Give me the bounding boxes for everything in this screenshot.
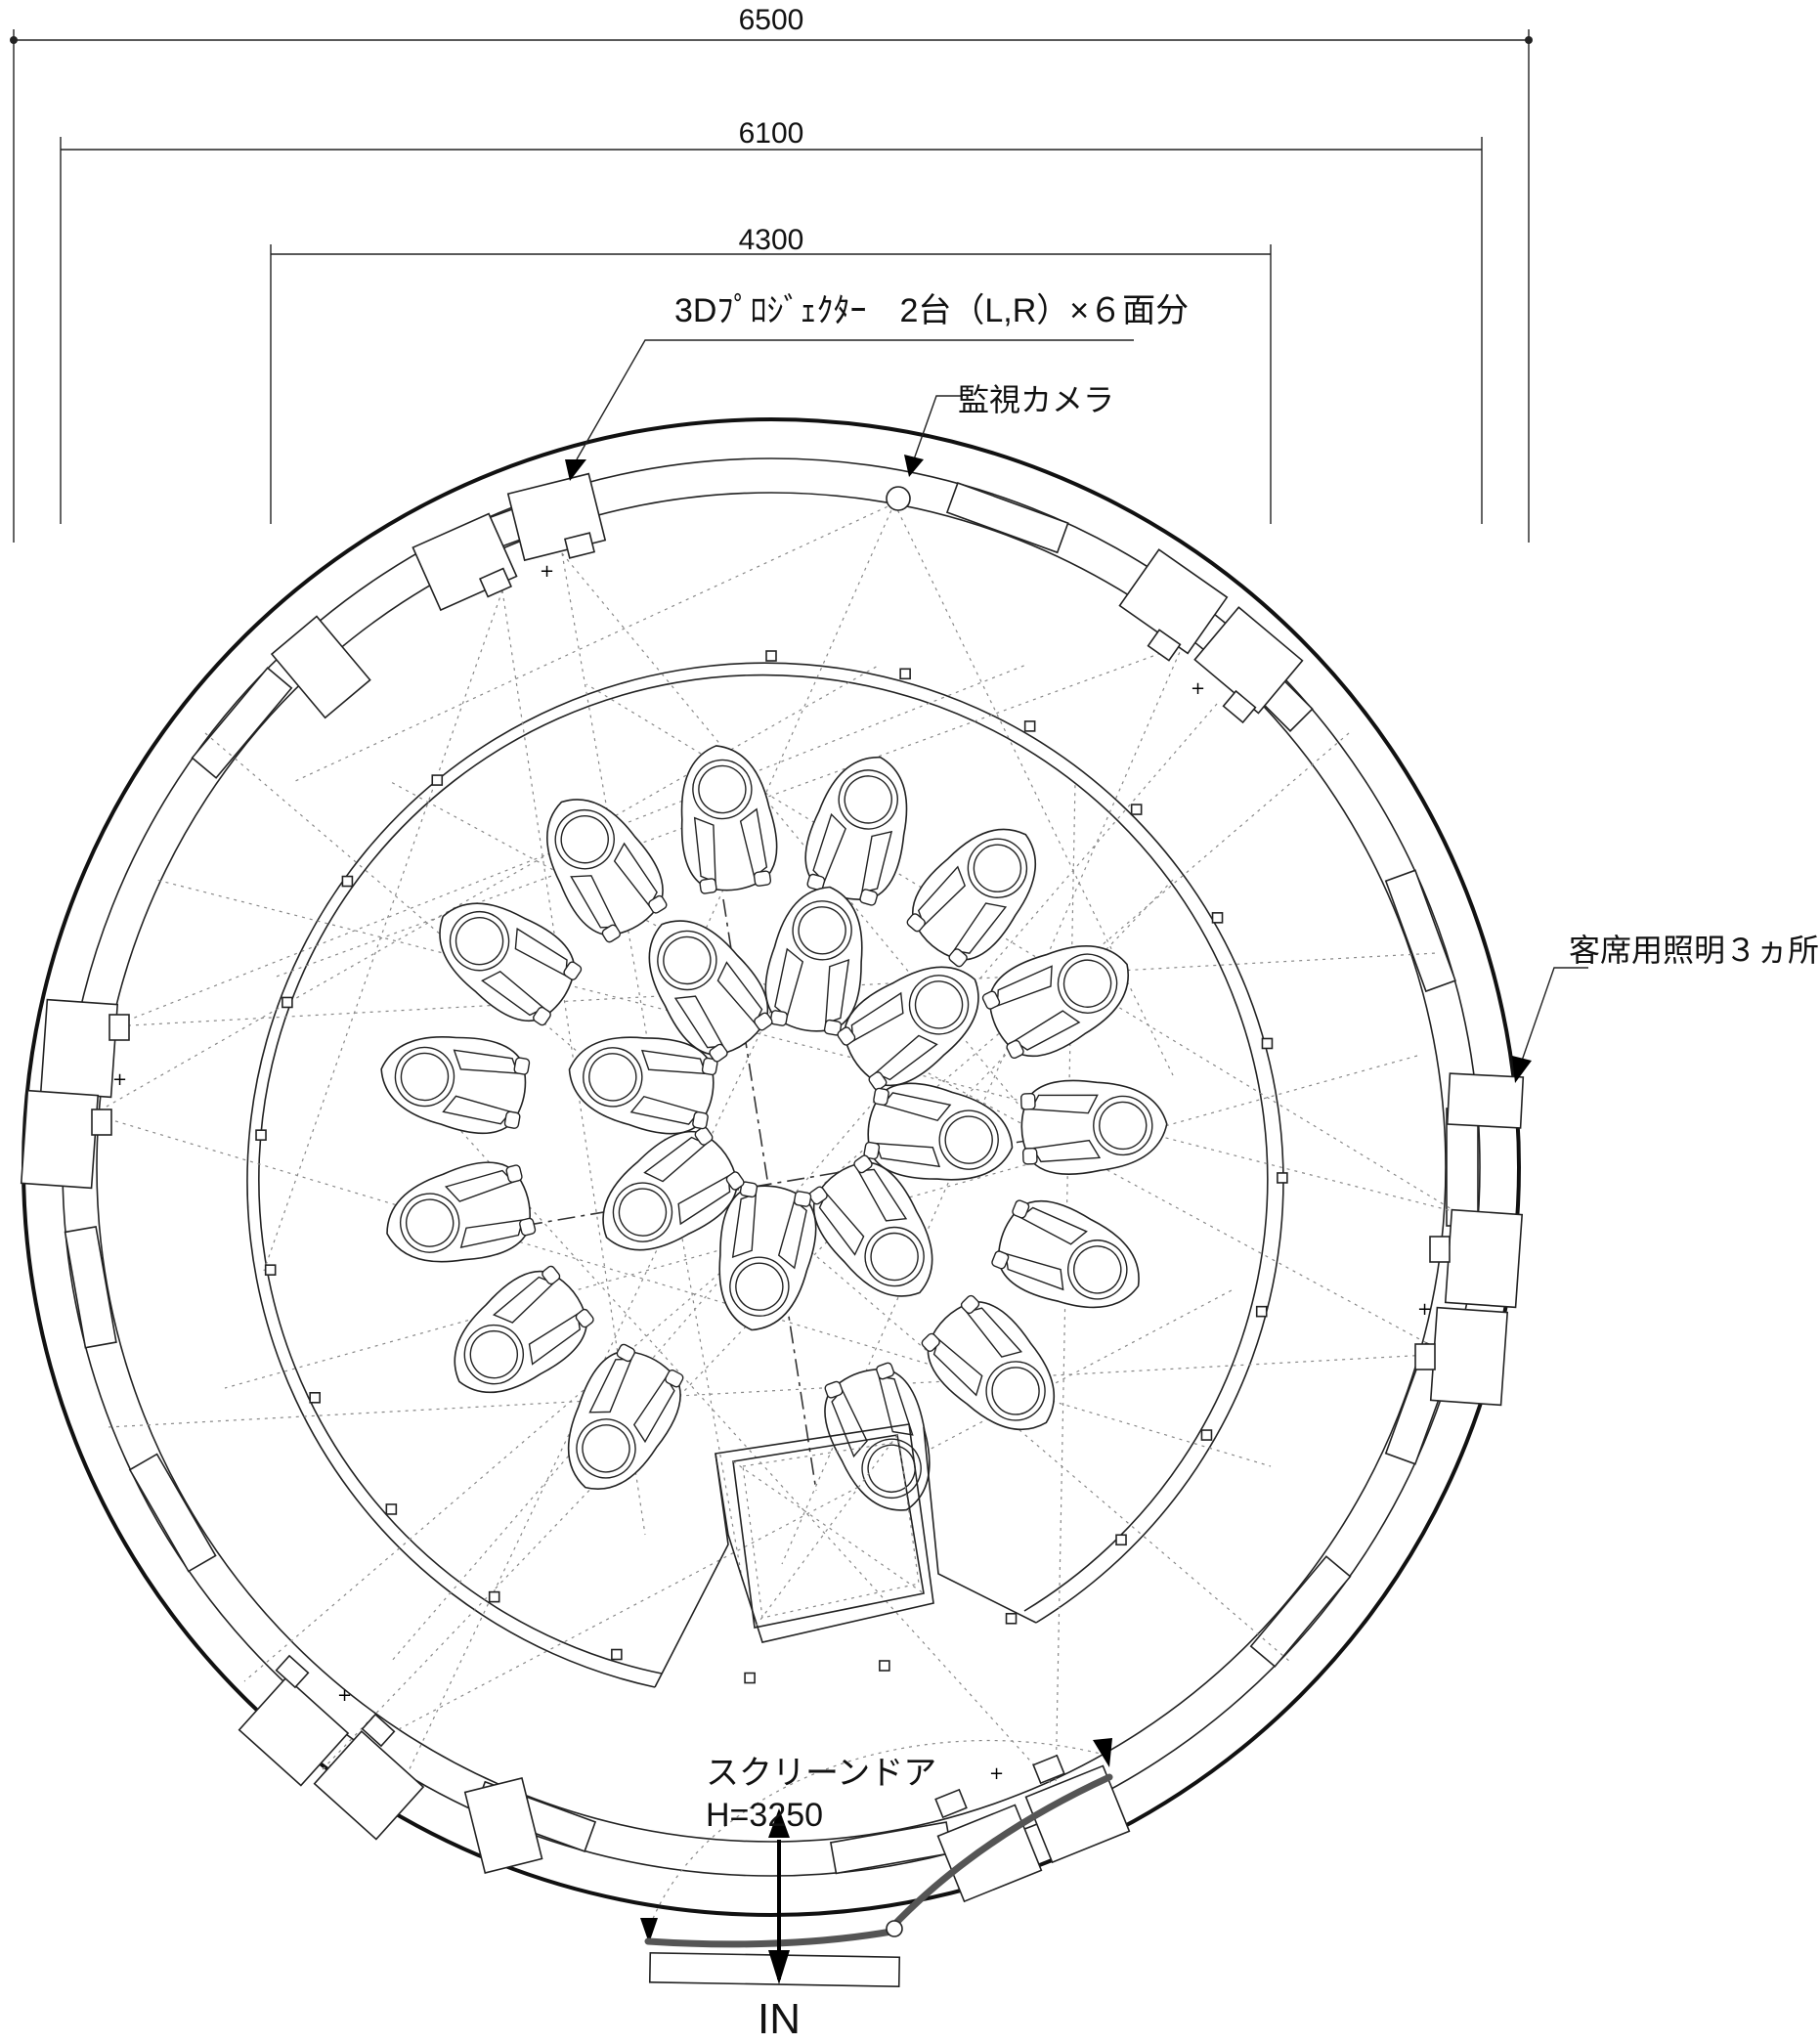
dimension-label-inner: 4300 (739, 224, 804, 256)
svg-text:+: + (540, 561, 554, 582)
ring-marker (1211, 912, 1224, 924)
entrance-label: IN (758, 1995, 801, 2043)
wall-panel (128, 1453, 217, 1573)
seat (804, 756, 908, 906)
ring-marker (264, 1264, 277, 1276)
svg-text:+: + (989, 1763, 1004, 1784)
ring-marker (385, 1503, 398, 1515)
wall-panel (1249, 1555, 1352, 1668)
door-right-panel[interactable] (888, 1773, 1113, 1932)
screen-door (640, 1738, 1113, 1948)
projector-pair-left: + (20, 998, 130, 1190)
entry-platform (715, 1423, 934, 1643)
ring-marker (765, 650, 777, 662)
seat (568, 1036, 718, 1135)
leader-lines (565, 339, 1588, 1083)
seat (439, 902, 583, 1026)
screen-ring (246, 662, 1284, 1688)
projector-pair-right: + (1414, 1208, 1524, 1407)
seat (808, 1154, 933, 1297)
ring-marker (282, 996, 293, 1009)
ring-marker (1261, 1037, 1274, 1050)
ring-marker (1023, 720, 1036, 732)
projector-pair-top-right: + (1118, 548, 1304, 724)
projector-label: 3Dﾌﾟﾛｼﾞｪｸﾀｰ 2台（L,R）×６面分 (674, 292, 1189, 329)
seat (863, 1082, 1014, 1181)
ring-marker (879, 1660, 890, 1672)
camera-icon (886, 486, 911, 511)
ring-marker (341, 875, 354, 888)
wall-panel (1446, 1108, 1479, 1227)
ring-marker (1277, 1172, 1288, 1184)
svg-text:+: + (337, 1685, 352, 1706)
seat (567, 1343, 684, 1490)
ring-marker (1005, 1612, 1018, 1625)
svg-text:+: + (1191, 678, 1205, 699)
seat (764, 886, 863, 1036)
projector-pair-bottom-right: + (934, 1754, 1131, 1903)
ring-marker (1200, 1429, 1213, 1441)
wall-panel (945, 482, 1069, 554)
seat (718, 1181, 817, 1331)
seat (837, 966, 979, 1091)
corridor-walls (654, 1426, 1037, 1688)
ring-marker (611, 1648, 623, 1661)
dimension-4300: 4300 (270, 224, 1272, 524)
seat (680, 745, 778, 894)
ring-marker (1115, 1534, 1127, 1546)
wall-panel (64, 1225, 117, 1349)
seat (380, 1036, 531, 1135)
projector-pair-top-left: + (412, 472, 607, 612)
svg-text:+: + (1417, 1299, 1432, 1320)
wall-panel (191, 667, 293, 779)
ring-marker (431, 774, 444, 786)
lighting-label: 客席用照明３ヵ所 (1569, 933, 1819, 968)
door-name-label: スクリーンドア (706, 1755, 936, 1792)
projectors: + + + + + (20, 472, 1524, 1903)
seat (921, 1294, 1056, 1431)
ring-markers (255, 650, 1288, 1684)
seat (454, 1265, 594, 1394)
seat (648, 920, 773, 1063)
ring-marker (1130, 804, 1143, 815)
seat (1020, 1079, 1168, 1175)
door-left-panel[interactable] (644, 1928, 895, 1948)
projector-pair-bottom-left: + (238, 1654, 425, 1841)
ring-marker (1255, 1305, 1268, 1318)
seat (981, 944, 1129, 1060)
camera-label: 監視カメラ (958, 382, 1114, 417)
door-height-label: H=3250 (706, 1797, 823, 1834)
audience-lights (270, 615, 1525, 1874)
dimension-6500: 6500 (10, 4, 1533, 543)
wall-panel (1384, 869, 1456, 993)
ring-marker (744, 1672, 756, 1684)
dimension-label-outer: 6500 (739, 4, 804, 36)
ring-marker (899, 668, 911, 680)
seat (906, 828, 1037, 968)
seat (991, 1199, 1140, 1309)
seats (380, 745, 1168, 1511)
ring-marker (255, 1129, 267, 1141)
dimension-label-middle: 6100 (739, 117, 804, 150)
dimension-6100: 6100 (60, 117, 1483, 524)
seat (386, 1161, 537, 1263)
projector-ring-inner (96, 492, 1447, 1843)
ring-marker (309, 1392, 321, 1404)
seat (602, 1126, 745, 1251)
ring-marker (488, 1590, 500, 1603)
entrance-arrow (768, 1808, 790, 1984)
seat (546, 799, 668, 943)
svg-text:+: + (112, 1069, 127, 1090)
